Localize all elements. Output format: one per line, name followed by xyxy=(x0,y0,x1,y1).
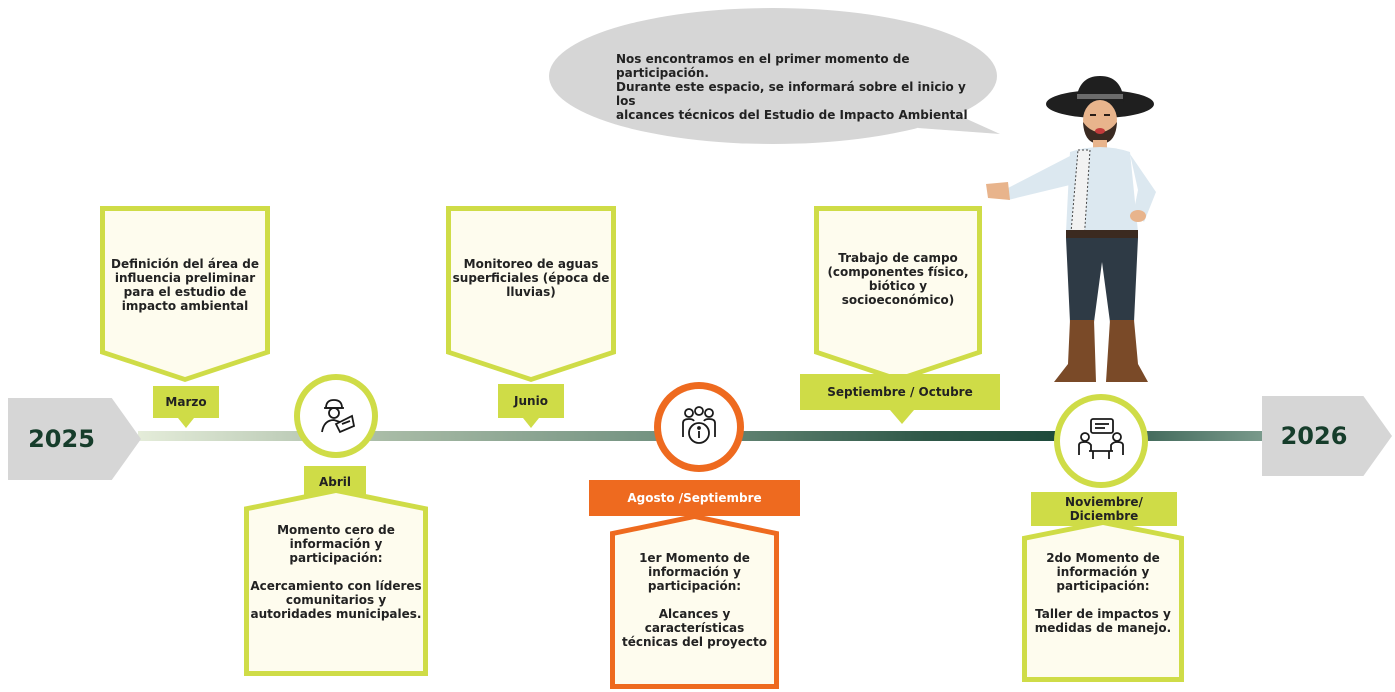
icon-circle-abril xyxy=(294,374,378,458)
speech-bubble xyxy=(549,8,1000,144)
group-info-icon xyxy=(682,406,716,444)
farmer-character xyxy=(986,76,1156,382)
card-line: impacto ambiental xyxy=(121,299,249,313)
event-card-agosto: 1er Momento de información y participaci… xyxy=(610,514,779,689)
event-card-marzo: Definición del área de influencia prelim… xyxy=(100,206,270,382)
card-line: información y xyxy=(648,565,741,579)
pointer-junio xyxy=(523,418,539,428)
card-line: 1er Momento de xyxy=(639,551,750,565)
label-agosto: Agosto /Septiembre xyxy=(589,480,800,516)
card-line: biótico y xyxy=(868,279,928,293)
card-line: participación: xyxy=(647,579,742,593)
year-start: 2025 xyxy=(8,398,141,480)
year-end: 2026 xyxy=(1262,396,1392,476)
pointer-marzo xyxy=(178,418,194,428)
card-line: influencia preliminar xyxy=(114,271,256,285)
card-line: participación: xyxy=(289,551,383,565)
card-line: autoridades municipales. xyxy=(250,607,422,621)
card-line: técnicas del proyecto xyxy=(621,635,767,649)
icon-circle-noviembre xyxy=(1054,394,1148,488)
event-card-junio: Monitoreo de aguas superficiales (época … xyxy=(446,206,616,382)
event-card-septiembre: Trabajo de campo (componentes físico, bi… xyxy=(814,206,982,382)
card-line: superficiales (época de xyxy=(452,271,610,285)
card-line: (componentes físico, xyxy=(827,265,969,279)
card-line: comunitarios y xyxy=(285,593,387,607)
card-line: participación: xyxy=(1056,579,1150,593)
label-marzo: Marzo xyxy=(153,386,219,418)
card-line: 2do Momento de xyxy=(1046,551,1160,565)
card-line: Monitoreo de aguas xyxy=(463,257,599,271)
event-card-abril: Momento cero de información y participac… xyxy=(244,488,428,676)
bubble-line: alcances técnicos del Estudio de Impacto… xyxy=(616,108,968,122)
card-line: Momento cero de xyxy=(277,523,395,537)
card-line: lluvias) xyxy=(506,285,556,299)
event-card-noviembre: 2do Momento de información y participaci… xyxy=(1022,520,1184,682)
card-line: Taller de impactos y xyxy=(1035,607,1171,621)
engineer-icon xyxy=(321,399,356,434)
card-line: medidas de manejo. xyxy=(1034,621,1172,635)
label-junio: Junio xyxy=(498,384,564,418)
meeting-icon xyxy=(1078,418,1124,459)
card-line: información y xyxy=(1056,565,1150,579)
card-line: Acercamiento con líderes xyxy=(250,579,422,593)
speech-bubble-text: Nos encontramos en el primer momento de … xyxy=(616,52,976,122)
label-septiembre: Septiembre / Octubre xyxy=(800,374,1000,410)
pointer-septiembre xyxy=(890,410,914,424)
card-line: Alcances y xyxy=(658,607,731,621)
card-line: para el estudio de xyxy=(123,285,247,299)
card-line: Trabajo de campo xyxy=(838,251,958,265)
card-line: socioeconómico) xyxy=(841,293,955,307)
bubble-line: Durante este espacio, se informará sobre… xyxy=(616,80,966,108)
bubble-line: Nos encontramos en el primer momento de … xyxy=(616,52,910,80)
icon-circle-agosto xyxy=(654,382,744,472)
card-line: características xyxy=(644,621,745,635)
card-line: Definición del área de xyxy=(110,257,260,271)
card-line: información y xyxy=(289,537,383,551)
